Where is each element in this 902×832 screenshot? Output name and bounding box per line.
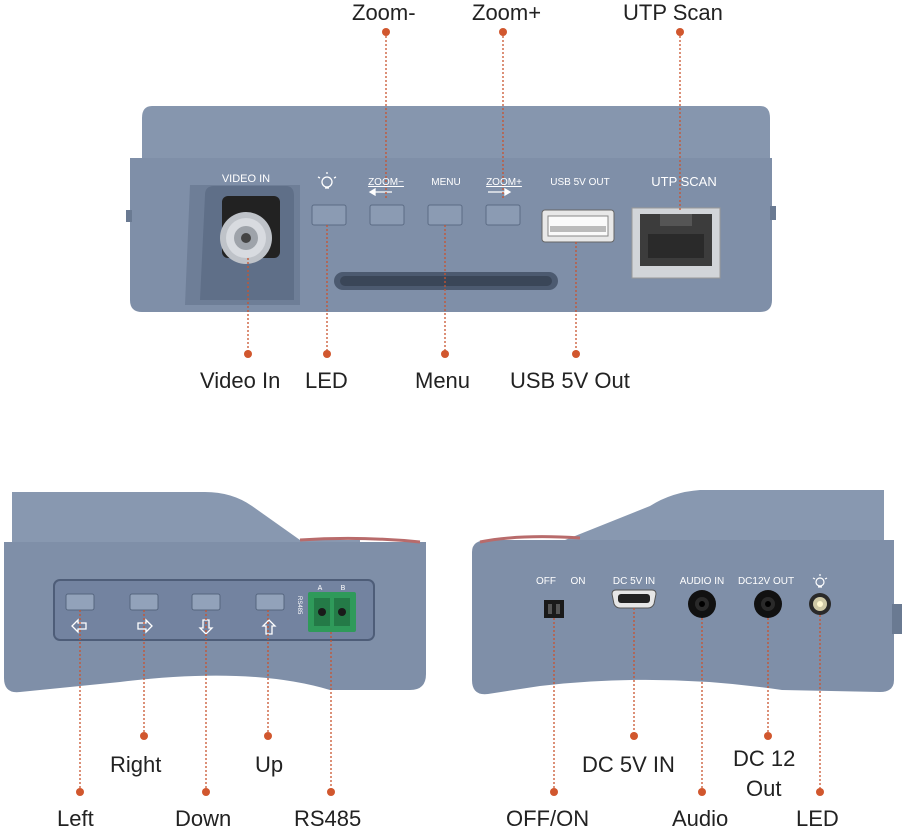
printed-zoom-plus: ZOOM+ bbox=[486, 177, 522, 188]
audio-jack bbox=[688, 590, 716, 618]
bnc-connector bbox=[220, 196, 280, 264]
printed-on: ON bbox=[571, 576, 586, 587]
left-arrow-icon bbox=[71, 618, 87, 634]
rj45-port bbox=[631, 207, 721, 279]
top-device-panel bbox=[126, 106, 776, 312]
printed-off: OFF bbox=[536, 576, 556, 587]
callout-dc-12-line2: Out bbox=[746, 776, 782, 801]
callout-dc-12-line1: DC 12 bbox=[733, 746, 796, 771]
printed-a: A bbox=[318, 585, 323, 592]
callout-led-bottom: LED bbox=[796, 806, 839, 831]
printed-dc12v-out: DC12V OUT bbox=[738, 576, 794, 587]
printed-audio-in: AUDIO IN bbox=[680, 576, 724, 587]
callout-left: Left bbox=[57, 806, 94, 831]
printed-usb: USB 5V OUT bbox=[550, 177, 609, 188]
printed-utp: UTP SCAN bbox=[651, 174, 717, 189]
printed-rs485: RS485 bbox=[296, 596, 302, 615]
printed-zoom-minus: ZOOM− bbox=[368, 177, 404, 188]
printed-dc-5v-in: DC 5V IN bbox=[613, 576, 655, 587]
callout-right: Right bbox=[110, 752, 162, 777]
printed-menu: MENU bbox=[431, 177, 460, 188]
callout-down: Down bbox=[175, 806, 232, 831]
callout-video-in: Video In bbox=[200, 368, 281, 393]
bottom-right-device-panel bbox=[472, 490, 902, 695]
led-bulb-icon bbox=[317, 172, 337, 189]
up-arrow-icon bbox=[261, 619, 277, 635]
callout-led-top: LED bbox=[305, 368, 348, 393]
led-bulb-icon bbox=[812, 574, 828, 588]
callout-zoom-plus: Zoom+ bbox=[472, 0, 542, 25]
leader-lines bbox=[79, 32, 821, 792]
callout-off-on: OFF/ON bbox=[506, 806, 590, 831]
usb-port bbox=[541, 209, 615, 243]
led-lamp bbox=[809, 593, 831, 615]
printed-video-in: VIDEO IN bbox=[222, 173, 270, 185]
printed-b: B bbox=[341, 585, 346, 592]
power-switch bbox=[544, 600, 564, 618]
callout-usb-5v-out: USB 5V Out bbox=[510, 368, 630, 393]
callout-zoom-minus: Zoom- bbox=[352, 0, 416, 25]
micro-usb-port bbox=[611, 589, 657, 609]
callout-audio: Audio bbox=[672, 806, 729, 831]
callout-menu: Menu bbox=[415, 368, 471, 393]
leader-dots bbox=[76, 28, 824, 796]
rs485-terminal bbox=[308, 592, 356, 632]
callout-dc-5v-in: DC 5V IN bbox=[582, 752, 675, 777]
dc-out-jack bbox=[754, 590, 782, 618]
callout-rs485: RS485 bbox=[294, 806, 362, 831]
bottom-left-device-panel bbox=[4, 492, 426, 693]
callout-up: Up bbox=[255, 752, 284, 777]
callout-utp-scan: UTP Scan bbox=[623, 0, 723, 25]
right-arrow-icon bbox=[137, 618, 153, 634]
